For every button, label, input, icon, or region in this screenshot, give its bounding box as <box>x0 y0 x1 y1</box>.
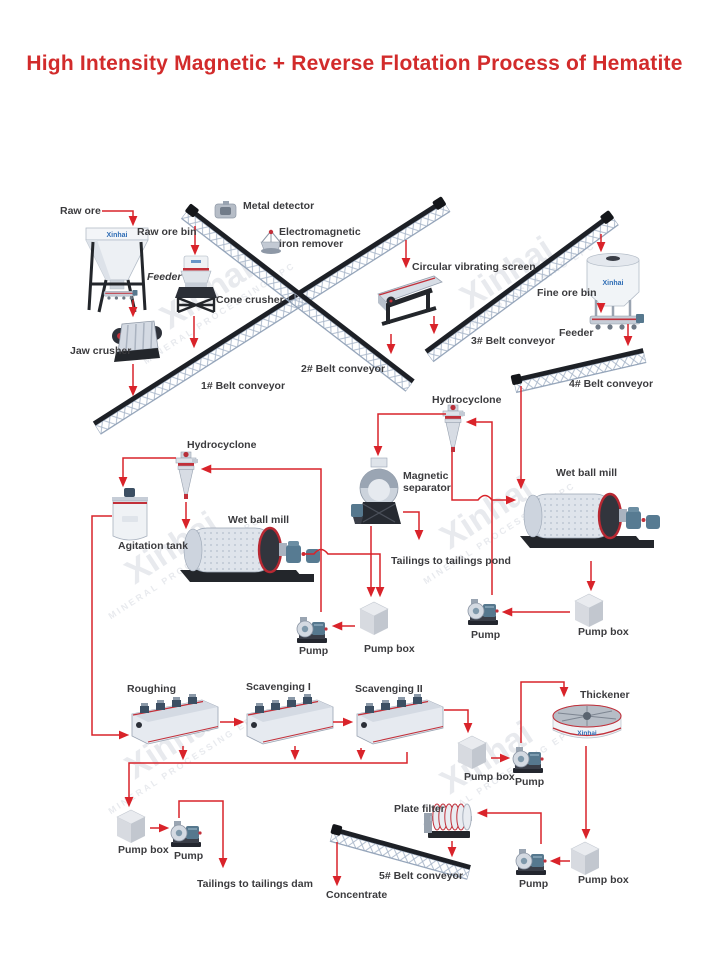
label-pump-e: Pump <box>519 878 549 890</box>
label-feeder-right: Feeder <box>559 327 594 339</box>
belt-conveyor-4 <box>510 348 647 394</box>
label-pump-b: Pump <box>299 645 329 657</box>
pump-box-c <box>116 809 146 844</box>
label-cone-crusher: Cone crusher <box>216 294 284 306</box>
agitation-tank <box>111 487 149 541</box>
label-wet-ball-mill-left: Wet ball mill <box>228 514 290 526</box>
pump-b <box>296 616 329 644</box>
belt-conveyor-5 <box>329 824 471 880</box>
wet-ball-mill-left <box>178 526 322 584</box>
hydrocyclone-right <box>442 404 466 453</box>
pump-d <box>512 746 545 774</box>
metal-detector <box>214 200 237 219</box>
label-agitation-tank: Agitation tank <box>118 540 188 552</box>
label-pump-box-d: Pump box <box>464 771 515 783</box>
label-pump-c: Pump <box>174 850 204 862</box>
label-hydrocyclone-right: Hydrocyclone <box>432 394 502 406</box>
label-electromagnetic-iron-remover: Electromagnetic iron remover <box>279 226 361 251</box>
label-circular-vibrating-screen: Circular vibrating screen <box>412 261 536 273</box>
label-belt-4: 4# Belt conveyor <box>569 378 654 390</box>
belt-conveyor-2 <box>180 204 415 392</box>
pump-box-e <box>570 841 600 876</box>
fine-ore-bin-logo: Xinhai <box>602 280 623 287</box>
raw-ore-bin-logo: Xinhai <box>106 232 127 239</box>
label-plate-filter: Plate filter <box>394 803 445 815</box>
pump-box-a <box>574 593 604 628</box>
pump-e <box>515 848 548 876</box>
cone-crusher <box>173 254 219 314</box>
belt-conveyor-1 <box>92 196 451 435</box>
label-belt-1: 1# Belt conveyor <box>201 380 286 392</box>
label-wet-ball-mill-right: Wet ball mill <box>556 467 618 479</box>
flotation-cell-scavenging-2 <box>356 693 444 745</box>
flow-connectors <box>91 210 633 887</box>
label-metal-detector: Metal detector <box>243 200 315 212</box>
label-thickener: Thickener <box>580 689 630 701</box>
label-scavenging-1: Scavenging I <box>246 681 311 693</box>
thickener-logo: Xinhai <box>577 730 597 737</box>
label-tailings-pond: Tailings to tailings pond <box>391 555 511 567</box>
label-concentrate: Concentrate <box>326 889 388 901</box>
wet-ball-mill-right <box>518 492 662 550</box>
label-pump-box-e: Pump box <box>578 874 629 886</box>
label-magnetic-separator: Magnetic separator <box>403 470 451 495</box>
page-title: High Intensity Magnetic + Reverse Flotat… <box>26 52 683 75</box>
label-pump-box-c: Pump box <box>118 844 169 856</box>
label-raw-ore: Raw ore <box>60 205 101 217</box>
label-belt-3: 3# Belt conveyor <box>471 335 556 347</box>
label-pump-a: Pump <box>471 629 501 641</box>
pump-box-b <box>359 601 389 636</box>
flotation-cell-scavenging-1 <box>246 693 334 745</box>
label-raw-ore-bin: Raw ore bin <box>137 226 197 238</box>
circular-vibrating-screen <box>378 276 442 324</box>
label-pump-box-a: Pump box <box>578 626 629 638</box>
pump-c <box>170 820 203 848</box>
label-scavenging-2: Scavenging II <box>355 683 423 695</box>
magnetic-separator <box>350 457 402 525</box>
belt-conveyor-3 <box>424 210 619 363</box>
electromagnetic-iron-remover <box>260 229 282 255</box>
feeder-left <box>103 289 138 300</box>
hydrocyclone-left <box>175 451 199 500</box>
label-pump-d: Pump <box>515 776 545 788</box>
pump-a <box>467 598 500 626</box>
label-pump-box-b: Pump box <box>364 643 415 655</box>
label-feeder-left: Feeder <box>147 271 182 283</box>
pump-box-d <box>457 735 487 770</box>
label-belt-5: 5# Belt conveyor <box>379 870 464 882</box>
label-hydrocyclone-left: Hydrocyclone <box>187 439 257 451</box>
label-fine-ore-bin: Fine ore bin <box>537 287 597 299</box>
label-jaw-crusher: Jaw crusher <box>70 345 132 357</box>
label-roughing: Roughing <box>127 683 176 695</box>
label-belt-2: 2# Belt conveyor <box>301 363 386 375</box>
flotation-cell-roughing <box>131 693 219 745</box>
feeder-right <box>589 313 645 331</box>
label-tailings-dam: Tailings to tailings dam <box>197 878 313 890</box>
